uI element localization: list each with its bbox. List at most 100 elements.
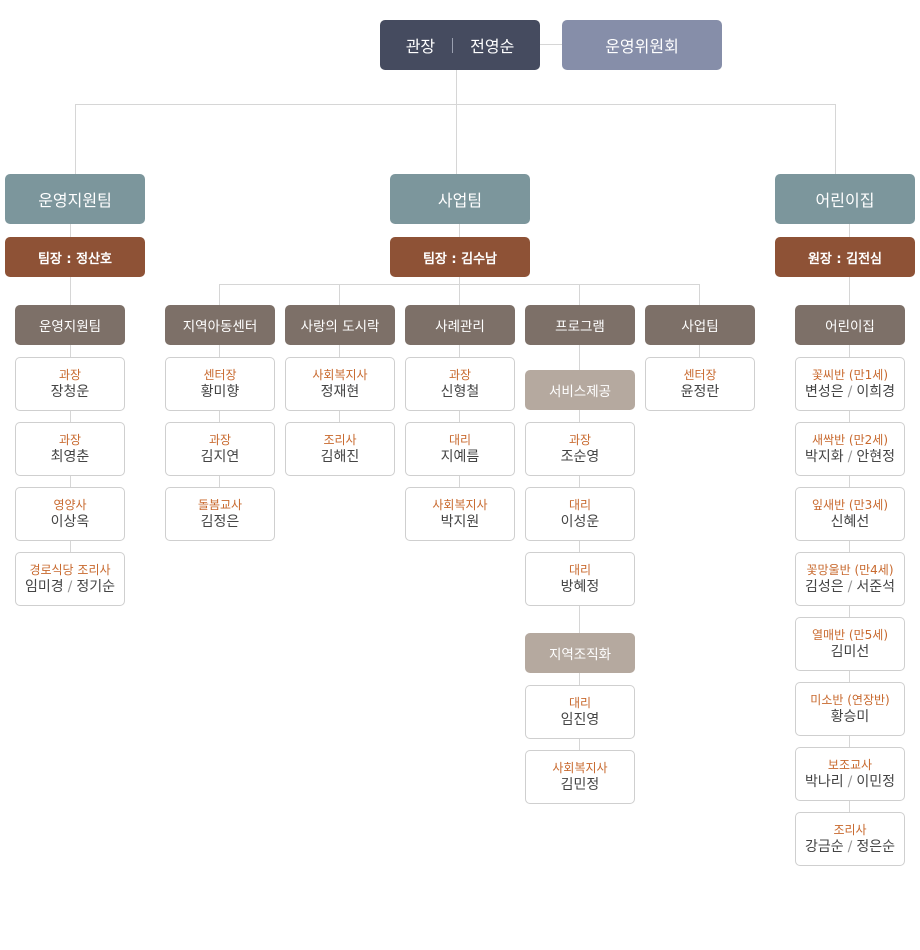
staff-role: 사회복지사 bbox=[432, 497, 488, 512]
group-service-delivery: 서비스제공 bbox=[525, 370, 635, 410]
staff-name: 정재현 bbox=[320, 383, 360, 400]
dept-lunchbox: 사랑의 도시락 bbox=[285, 305, 395, 345]
staff-role: 꽃씨반 (만1세) bbox=[811, 367, 888, 382]
staff-names: 임미경/정기순 bbox=[25, 578, 115, 597]
leader-operations-label: 팀장 : 정산호 bbox=[37, 251, 113, 267]
director-title: 관장 bbox=[405, 37, 436, 56]
staff-card: 미소반 (연장반)황승미 bbox=[795, 682, 905, 736]
group-community-organizing-name: 지역조직화 bbox=[548, 647, 612, 663]
dept-lunchbox-name: 사랑의 도시락 bbox=[300, 319, 380, 335]
staff-name: 이성운 bbox=[560, 513, 600, 530]
staff-names: 최영춘 bbox=[51, 448, 90, 467]
staff-role: 경로식당 조리사 bbox=[29, 562, 111, 577]
staff-role: 과장 bbox=[448, 367, 472, 382]
dept-community-child-center: 지역아동센터 bbox=[165, 305, 275, 345]
staff-name: 이민정 bbox=[856, 773, 895, 790]
staff-name: 변성은 bbox=[805, 383, 844, 400]
director-divider bbox=[452, 37, 454, 53]
staff-names: 황미향 bbox=[201, 383, 240, 402]
staff-name: 정기순 bbox=[76, 578, 115, 595]
staff-role: 열매반 (만5세) bbox=[811, 627, 888, 642]
dept-case-management-name: 사례관리 bbox=[435, 319, 485, 335]
staff-role: 사회복지사 bbox=[312, 367, 368, 382]
staff-role: 대리 bbox=[568, 497, 592, 512]
group-community-organizing: 지역조직화 bbox=[525, 633, 635, 673]
staff-name: 방혜정 bbox=[560, 578, 600, 595]
staff-name: 정은순 bbox=[856, 838, 895, 855]
staff-card: 열매반 (만5세)김미선 bbox=[795, 617, 905, 671]
staff-role: 대리 bbox=[568, 562, 592, 577]
staff-name: 김해진 bbox=[320, 448, 360, 465]
director-name: 전영순 bbox=[470, 37, 515, 56]
connector-teams-horizontal bbox=[75, 104, 836, 105]
staff-role: 대리 bbox=[448, 432, 472, 447]
staff-name: 박나리 bbox=[805, 773, 844, 790]
staff-name: 이상옥 bbox=[50, 513, 90, 530]
team-operations: 운영지원팀 bbox=[5, 174, 145, 224]
staff-card: 꽃망울반 (만4세)김성은/서준석 bbox=[795, 552, 905, 606]
dept-daycare: 어린이집 bbox=[795, 305, 905, 345]
staff-name: 황승미 bbox=[830, 708, 870, 725]
dept-case-management: 사례관리 bbox=[405, 305, 515, 345]
staff-names: 신혜선 bbox=[831, 513, 870, 532]
leader-daycare: 원장 : 김전심 bbox=[775, 237, 915, 277]
staff-names: 김해진 bbox=[321, 448, 360, 467]
staff-name: 박지화 bbox=[805, 448, 844, 465]
staff-name: 김지연 bbox=[200, 448, 240, 465]
dept-community-child-center-name: 지역아동센터 bbox=[182, 319, 258, 335]
staff-card: 새싹반 (만2세)박지화/안현정 bbox=[795, 422, 905, 476]
team-business-name: 사업팀 bbox=[437, 191, 483, 210]
staff-names: 조순영 bbox=[561, 448, 600, 467]
staff-names: 정재현 bbox=[321, 383, 360, 402]
staff-name: 지예름 bbox=[440, 448, 480, 465]
connector-dept-case bbox=[459, 284, 460, 305]
staff-name: 신혜선 bbox=[830, 513, 870, 530]
dept-operations-support-name: 운영지원팀 bbox=[38, 319, 102, 335]
team-daycare: 어린이집 bbox=[775, 174, 915, 224]
staff-name: 장청운 bbox=[50, 383, 90, 400]
staff-names: 김미선 bbox=[831, 643, 870, 662]
connector-team1-down bbox=[75, 104, 76, 174]
staff-name: 안현정 bbox=[856, 448, 895, 465]
staff-names: 이상옥 bbox=[51, 513, 90, 532]
committee-label: 운영위원회 bbox=[605, 37, 679, 56]
dept-program-name: 프로그램 bbox=[555, 319, 605, 335]
staff-name: 윤정란 bbox=[680, 383, 720, 400]
connector-dept-business bbox=[699, 284, 700, 305]
staff-name: 임미경 bbox=[25, 578, 64, 595]
name-separator: / bbox=[847, 448, 853, 465]
name-separator: / bbox=[847, 773, 853, 790]
connector-dept-center bbox=[219, 284, 220, 305]
staff-names: 임진영 bbox=[561, 711, 600, 730]
name-separator: / bbox=[67, 578, 73, 595]
staff-name: 황미향 bbox=[200, 383, 240, 400]
dept-operations-support: 운영지원팀 bbox=[15, 305, 125, 345]
connector-dept-program bbox=[579, 284, 580, 305]
staff-names: 황승미 bbox=[831, 708, 870, 727]
staff-role: 새싹반 (만2세) bbox=[811, 432, 888, 447]
staff-name: 신형철 bbox=[440, 383, 480, 400]
dept-business-team-name: 사업팀 bbox=[681, 319, 719, 335]
leader-business: 팀장 : 김수남 bbox=[390, 237, 530, 277]
staff-role: 잎새반 (만3세) bbox=[811, 497, 888, 512]
staff-name: 최영춘 bbox=[50, 448, 90, 465]
staff-role: 과장 bbox=[58, 367, 82, 382]
committee-box: 운영위원회 bbox=[562, 20, 722, 70]
staff-role: 센터장 bbox=[683, 367, 717, 382]
staff-names: 변성은/이희경 bbox=[805, 383, 895, 402]
staff-name: 김미선 bbox=[830, 643, 870, 660]
